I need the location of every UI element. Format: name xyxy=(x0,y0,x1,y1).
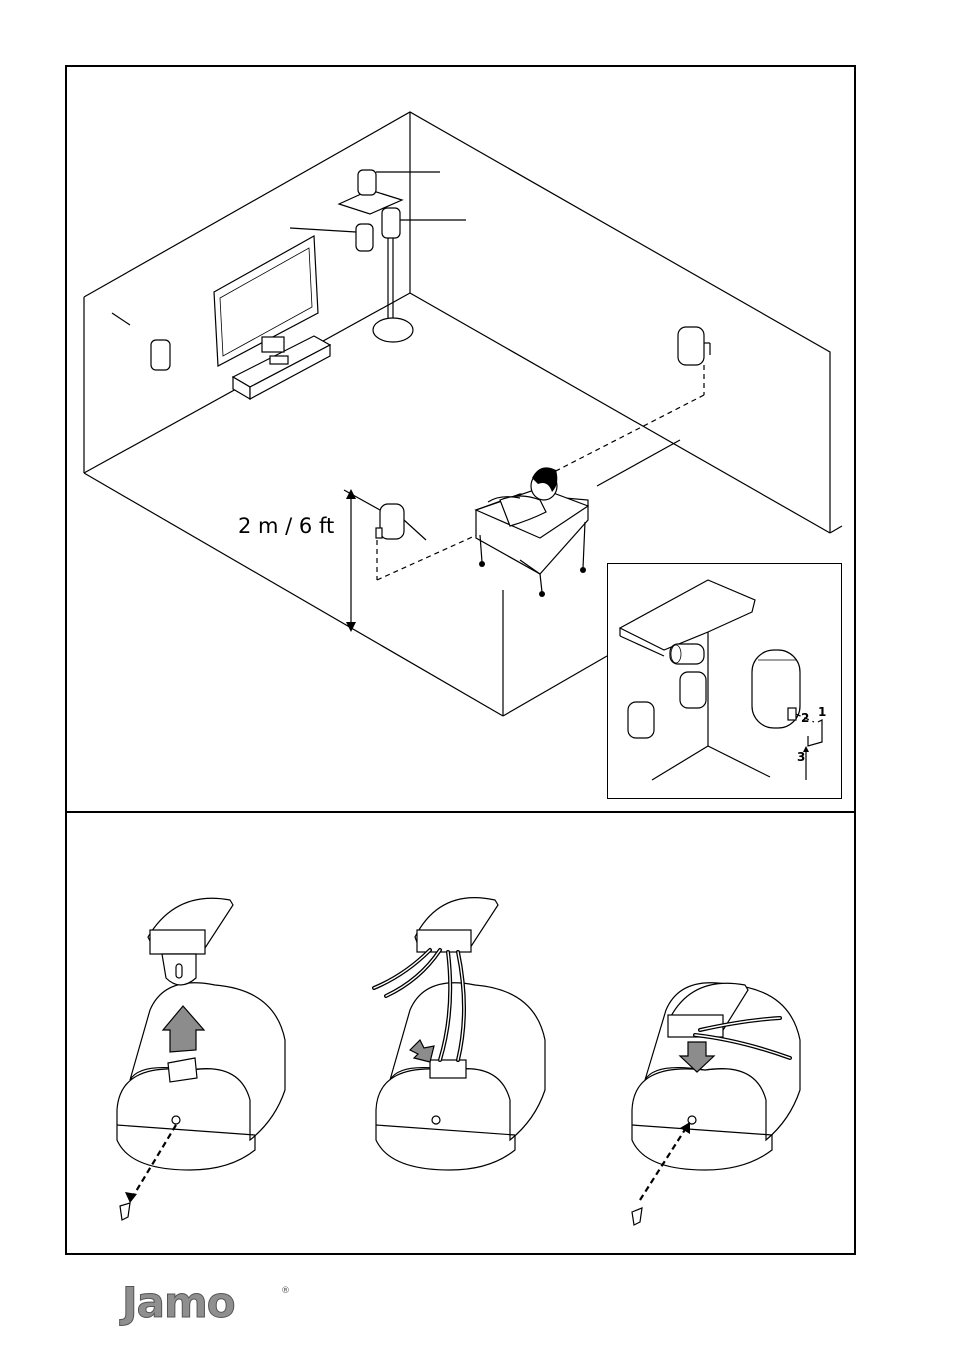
jamo-logo: Jamo xyxy=(122,1282,235,1324)
step-2-connect-cables xyxy=(374,898,545,1170)
registered-mark: ® xyxy=(281,1286,290,1296)
step-3-replace-cover xyxy=(632,983,800,1225)
step-1-remove-cover xyxy=(117,898,285,1220)
